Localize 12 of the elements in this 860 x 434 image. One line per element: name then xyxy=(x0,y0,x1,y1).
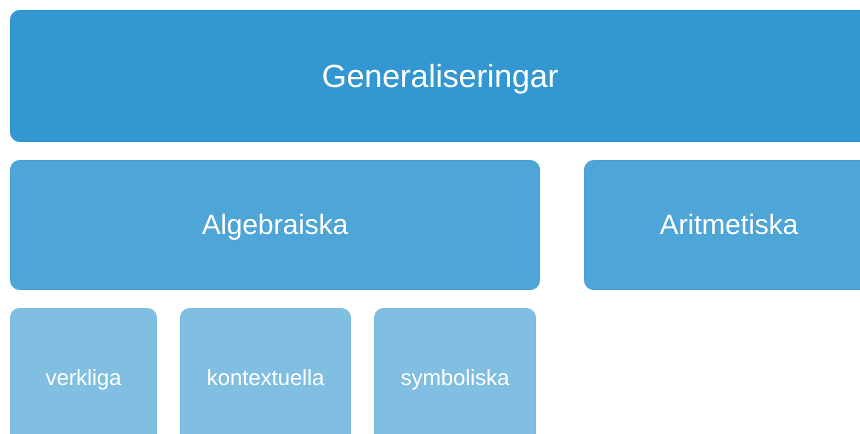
category-box xyxy=(10,160,540,290)
category-box xyxy=(10,10,860,142)
box-label: kontextuella xyxy=(206,365,324,391)
subcategory-box xyxy=(374,308,536,434)
box-label: symboliska xyxy=(400,365,510,391)
box-label: verkliga xyxy=(46,365,122,391)
box-label: Algebraiska xyxy=(202,209,348,241)
subcategory-box xyxy=(180,308,351,434)
box-label: Generaliseringar xyxy=(322,58,558,94)
subcategory-box xyxy=(10,308,157,434)
box-label: Aritmetiska xyxy=(660,209,798,241)
category-box xyxy=(584,160,860,290)
